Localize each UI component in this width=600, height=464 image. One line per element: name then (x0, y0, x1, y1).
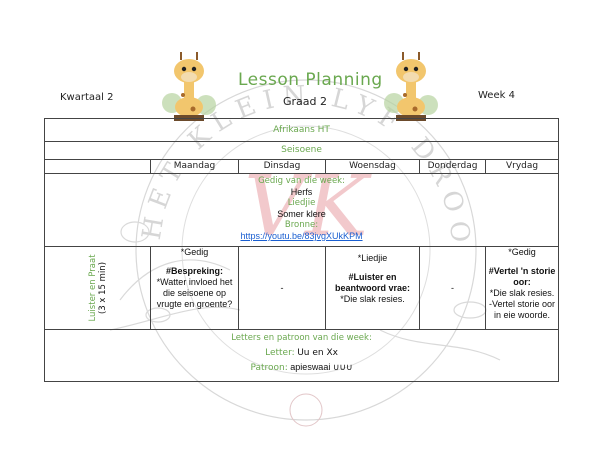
subject-heading: Afrikaans HT (43, 118, 560, 142)
pattern-value: apieswaai ∪∪∪ (290, 362, 353, 372)
grade-label: Graad 2 (283, 95, 328, 108)
poem-of-week-cell: Gedig van die week: Herfs Liedjie Somer … (43, 173, 560, 247)
dinsdag-cell: - (238, 246, 326, 330)
letters-pattern-label: Letters en patroon van die week: (231, 333, 372, 343)
quarter-label: Kwartaal 2 (60, 92, 114, 103)
day-header-maandag: Maandag (150, 159, 239, 174)
giraffe-left-icon (162, 52, 216, 121)
poem-week-label: Gedig van die week: (258, 176, 345, 186)
listen-speak-label-cell: Luister en Praat (3 x 15 min) (44, 246, 151, 330)
giraffe-right-icon (384, 52, 438, 121)
maandag-heading: #Bespreking: (165, 266, 224, 276)
woensdag-line1: *Liedjie (357, 253, 388, 263)
letter-label: Letter: (265, 348, 295, 358)
woensdag-cell: *Liedjie #Luister en beantwoord vrae: *D… (325, 246, 420, 330)
vrydag-heading: #Vertel 'n storie oor: (488, 266, 556, 287)
empty-header-cell (44, 159, 151, 174)
lesson-plan-table: Afrikaans HT Seisoene Maandag Dinsdag Wo… (43, 118, 560, 382)
vrydag-cell: *Gedig #Vertel 'n storie oor: *Die slak … (484, 246, 560, 330)
day-header-vrydag: Vrydag (484, 159, 560, 174)
poem-title: Herfs (290, 187, 313, 197)
page-title: Lesson Planning (238, 70, 383, 90)
youtube-link[interactable]: https://youtu.be/83jvgXUkKPM (240, 231, 363, 241)
letter-value: Uu en Xx (297, 348, 338, 358)
maandag-cell: *Gedig #Bespreking: *Watter invloed het … (150, 246, 239, 330)
woensdag-text: *Die slak resies. (340, 294, 405, 304)
listen-speak-duration: (3 x 15 min) (97, 261, 108, 315)
song-label: Liedjie (287, 198, 316, 208)
theme-heading: Seisoene (43, 141, 560, 160)
listen-speak-label: Luister en Praat (87, 254, 98, 322)
day-header-woensdag: Woensdag (325, 159, 420, 174)
letters-pattern-cell: Letters en patroon van die week: Letter:… (43, 329, 560, 382)
week-label: Week 4 (478, 90, 515, 101)
maandag-line1: *Gedig (180, 247, 209, 257)
sources-label: Bronne: (284, 220, 319, 230)
donderdag-cell: - (419, 246, 486, 330)
maandag-text: *Watter invloed het die seisoene op vrug… (156, 277, 233, 309)
day-header-donderdag: Donderdag (419, 159, 486, 174)
vrydag-line1: *Gedig (508, 247, 536, 257)
vrydag-text2: -Vertel storie oor in eie woorde. (489, 299, 556, 320)
day-header-dinsdag: Dinsdag (238, 159, 326, 174)
song-title: Somer klere (277, 209, 326, 219)
woensdag-heading: #Luister en beantwoord vrae: (334, 272, 410, 293)
pattern-label: Patroon: (250, 363, 288, 373)
vrydag-text1: *Die slak resies. (489, 288, 555, 298)
